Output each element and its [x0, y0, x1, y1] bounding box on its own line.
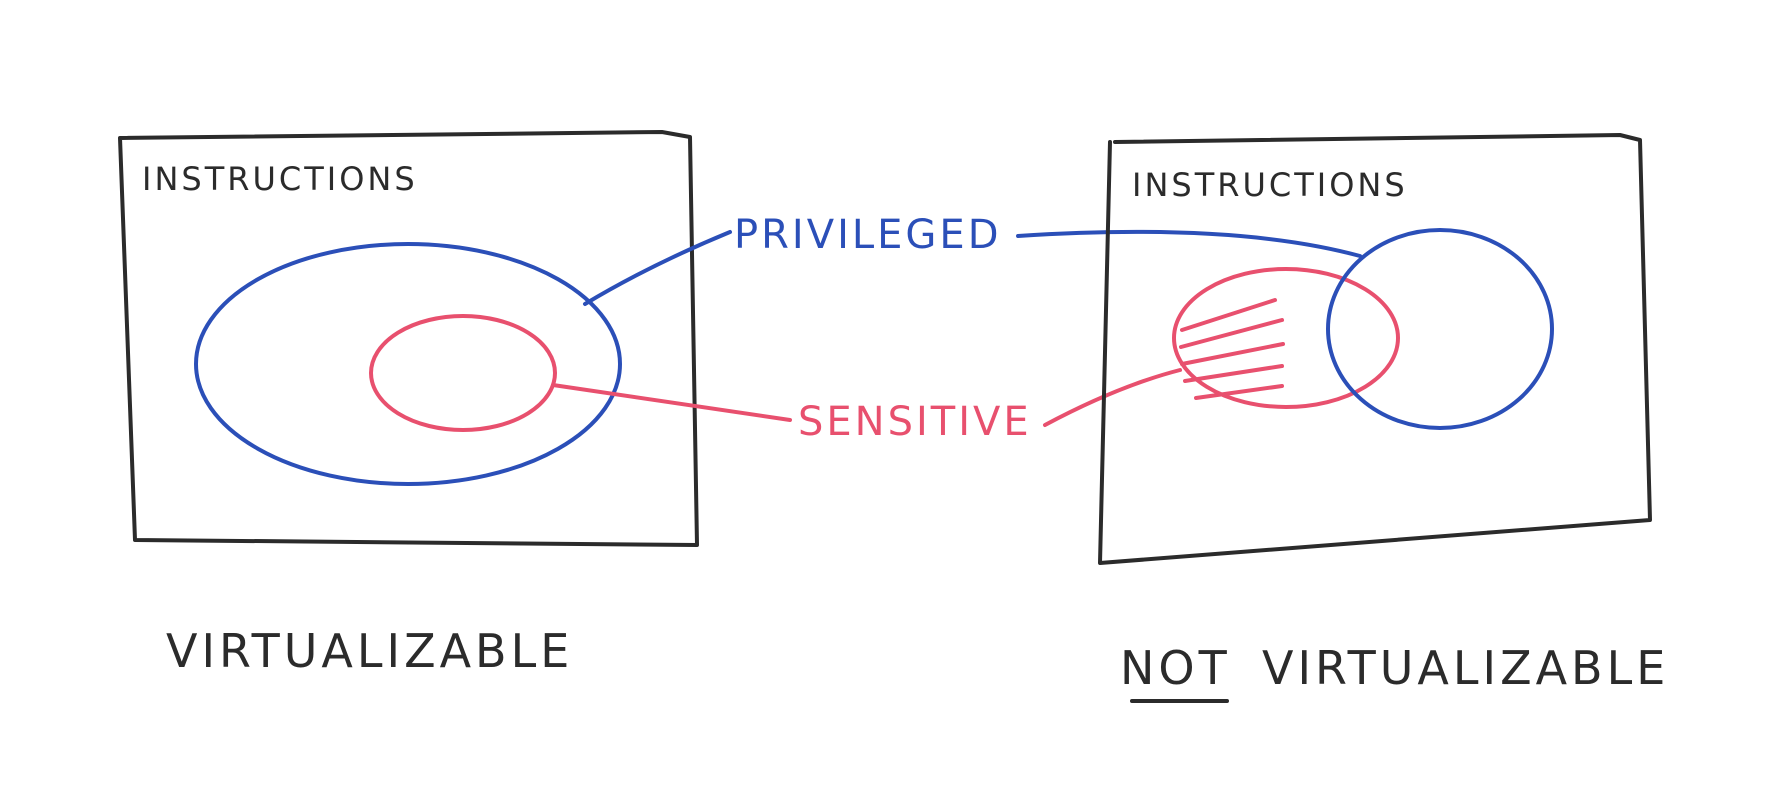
left-instructions-label: INSTRUCTIONS [142, 160, 418, 198]
right-instructions-box [1098, 133, 1652, 565]
sensitive-connector-right [1043, 368, 1182, 427]
left-panel: INSTRUCTIONS VIRTUALIZABLE [118, 130, 699, 678]
privileged-connector-left [583, 230, 732, 306]
left-sensitive-ellipse [369, 314, 557, 432]
right-caption-rest: VIRTUALIZABLE [1262, 641, 1669, 695]
left-instructions-box [118, 130, 699, 547]
right-instructions-label: INSTRUCTIONS [1132, 166, 1408, 204]
privileged-label: PRIVILEGED [734, 212, 1002, 258]
left-caption: VIRTUALIZABLE [166, 624, 573, 678]
sensitive-label: SENSITIVE [798, 399, 1032, 445]
right-privileged-ellipse [1326, 228, 1554, 430]
right-caption-not: NOT [1120, 641, 1231, 695]
sensitive-connector-left [551, 383, 792, 422]
right-panel: INSTRUCTIONS NOT VIRTUALIZABLE [1098, 133, 1669, 703]
connector-group: PRIVILEGED SENSITIVE [551, 212, 1362, 445]
left-privileged-ellipse [194, 242, 622, 486]
privileged-connector-right [1016, 229, 1362, 258]
hatched-region [1179, 298, 1285, 400]
right-sensitive-ellipse [1172, 267, 1400, 409]
